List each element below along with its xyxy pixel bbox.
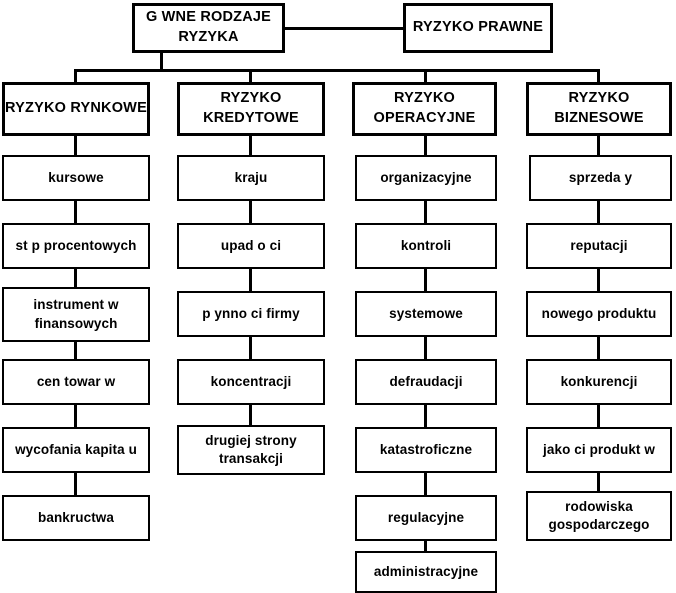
item-label: katastroficzne: [379, 441, 473, 457]
item-label: kraju: [234, 169, 268, 185]
item-business-6[interactable]: rodowiska gospodarczego: [526, 491, 672, 541]
item-credit-3[interactable]: p ynno ci firmy: [177, 291, 325, 337]
root-node-label: G WNE RODZAJE RYZYKA: [145, 9, 272, 45]
item-label: systemowe: [389, 305, 463, 321]
item-label: administracyjne: [373, 563, 479, 579]
category-header-label: RYZYKO RYNKOWE: [5, 100, 147, 117]
item-label: sprzeda y: [568, 169, 633, 185]
node-legal-risk-label: RYZYKO PRAWNE: [412, 19, 544, 36]
connector-c2-h-i0: [249, 136, 252, 155]
item-label: regulacyjne: [387, 509, 465, 525]
connector-c3-i1-i2: [424, 269, 427, 291]
item-operational-2[interactable]: kontroli: [355, 223, 497, 269]
category-header-label: RYZYKO BIZNESOWE: [554, 90, 644, 126]
item-label: rodowiska gospodarczego: [548, 498, 650, 532]
item-business-2[interactable]: reputacji: [526, 223, 672, 269]
item-label: p ynno ci firmy: [202, 305, 300, 321]
item-operational-4[interactable]: defraudacji: [355, 359, 497, 405]
connector-c4-i2-i3: [597, 337, 600, 359]
connector-c2-i1-i2: [249, 269, 252, 291]
item-label: koncentracji: [210, 373, 292, 389]
item-label: jako ci produkt w: [543, 441, 655, 457]
node-legal-risk[interactable]: RYZYKO PRAWNE: [403, 3, 553, 53]
item-label: bankructwa: [37, 509, 115, 525]
item-market-3[interactable]: instrument w finansowych: [2, 287, 150, 342]
connector-c1-i2-i3: [74, 342, 77, 359]
connector-root-drop: [160, 52, 163, 71]
item-label: organizacyjne: [380, 169, 472, 185]
connector-c1-i3-i4: [74, 405, 77, 427]
item-business-1[interactable]: sprzeda y: [529, 155, 672, 201]
item-operational-1[interactable]: organizacyjne: [355, 155, 497, 201]
item-business-5[interactable]: jako ci produkt w: [526, 427, 672, 473]
connector-c4-i1-i2: [597, 269, 600, 291]
connector-bus-drop-col1: [74, 69, 77, 83]
item-operational-3[interactable]: systemowe: [355, 291, 497, 337]
connector-c3-i2-i3: [424, 337, 427, 359]
item-credit-4[interactable]: koncentracji: [177, 359, 325, 405]
category-header-label: RYZYKO OPERACYJNE: [373, 90, 476, 126]
connector-c3-i3-i4: [424, 405, 427, 427]
item-credit-2[interactable]: upad o ci: [177, 223, 325, 269]
connector-c2-i0-i1: [249, 201, 252, 223]
item-business-3[interactable]: nowego produktu: [526, 291, 672, 337]
connector-bus-drop-col3: [424, 69, 427, 83]
connector-c4-h-i0: [597, 136, 600, 155]
connector-c4-i0-i1: [597, 201, 600, 223]
item-market-4[interactable]: cen towar w: [2, 359, 150, 405]
item-operational-5[interactable]: katastroficzne: [355, 427, 497, 473]
item-market-5[interactable]: wycofania kapita u: [2, 427, 150, 473]
item-label: upad o ci: [220, 237, 282, 253]
connector-bus: [74, 69, 600, 72]
connector-c2-i3-i4: [249, 405, 252, 425]
item-label: nowego produktu: [541, 305, 657, 321]
item-label: reputacji: [570, 237, 628, 253]
item-business-4[interactable]: konkurencji: [526, 359, 672, 405]
connector-c1-i1-i2: [74, 269, 77, 287]
item-credit-5[interactable]: drugiej strony transakcji: [177, 425, 325, 475]
root-node-main-risk-types[interactable]: G WNE RODZAJE RYZYKA: [132, 3, 285, 53]
item-market-1[interactable]: kursowe: [2, 155, 150, 201]
item-label: drugiej strony transakcji: [205, 432, 297, 466]
item-label: kontroli: [400, 237, 452, 253]
item-credit-1[interactable]: kraju: [177, 155, 325, 201]
connector-c3-h-i0: [424, 136, 427, 155]
connector-c1-h-i0: [74, 136, 77, 155]
connector-c1-i4-i5: [74, 473, 77, 495]
item-operational-7[interactable]: administracyjne: [355, 551, 497, 593]
item-label: st p procentowych: [15, 237, 137, 253]
category-header-business-risk[interactable]: RYZYKO BIZNESOWE: [526, 82, 672, 136]
item-operational-6[interactable]: regulacyjne: [355, 495, 497, 541]
category-header-operational-risk[interactable]: RYZYKO OPERACYJNE: [352, 82, 497, 136]
category-header-label: RYZYKO KREDYTOWE: [203, 90, 299, 126]
category-header-credit-risk[interactable]: RYZYKO KREDYTOWE: [177, 82, 325, 136]
item-label: cen towar w: [36, 373, 116, 389]
connector-root-to-legal: [285, 27, 403, 30]
connector-c3-i0-i1: [424, 201, 427, 223]
item-label: wycofania kapita u: [15, 441, 137, 457]
item-market-6[interactable]: bankructwa: [2, 495, 150, 541]
connector-c4-i4-i5: [597, 473, 600, 491]
item-label: konkurencji: [560, 373, 638, 389]
category-header-market-risk[interactable]: RYZYKO RYNKOWE: [2, 82, 150, 136]
connector-c1-i0-i1: [74, 201, 77, 223]
connector-bus-drop-col4: [597, 69, 600, 83]
item-market-2[interactable]: st p procentowych: [2, 223, 150, 269]
connector-c3-i5-i6: [424, 541, 427, 554]
connector-c4-i3-i4: [597, 405, 600, 427]
connector-bus-drop-col2: [249, 69, 252, 83]
connector-c2-i2-i3: [249, 337, 252, 359]
item-label: defraudacji: [389, 373, 463, 389]
item-label: kursowe: [48, 169, 104, 185]
item-label: instrument w finansowych: [33, 297, 119, 331]
connector-c3-i4-i5: [424, 473, 427, 495]
